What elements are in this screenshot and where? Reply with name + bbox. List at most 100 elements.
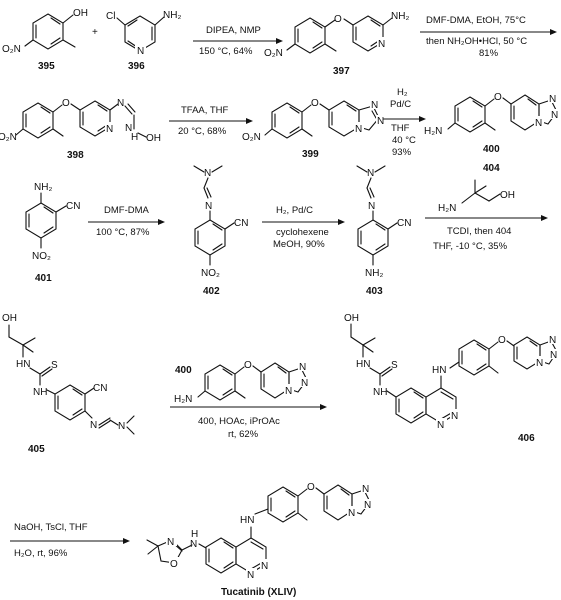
compound-number-398: 398 — [67, 150, 84, 161]
triazole-n3-label: N — [348, 508, 355, 519]
nitrile-label: CN — [397, 218, 411, 229]
hydroxyl-label: OH — [344, 313, 359, 324]
compound-number-402: 402 — [203, 286, 220, 297]
nitro-label: NO₂ — [32, 251, 51, 262]
dimethylamino-n-label: N — [367, 168, 374, 179]
amidine-n2-label: N — [125, 123, 132, 134]
condition-r8-cond: 400, HOAc, iPrOAc — [198, 416, 280, 427]
pyridine-n-label: N — [106, 124, 113, 135]
ether-oxygen-label: O — [494, 92, 502, 103]
condition-r6-mid: cyclohexene — [276, 227, 329, 238]
plus-sign: + — [92, 27, 98, 38]
dimethylamino-n-label: N — [118, 421, 125, 432]
triazole-n1-label: N — [371, 100, 378, 111]
triazole-n2-label: N — [551, 110, 558, 121]
compound-404: 404 H₂N OH — [438, 163, 515, 214]
compound-number-405: 405 — [28, 444, 45, 455]
reaction-arrow-1: DIPEA, NMP 150 °C, 64% — [193, 25, 283, 57]
condition-r4-h2: H₂ — [397, 87, 408, 98]
condition-r4-cat: Pd/C — [390, 99, 411, 110]
hydroxyl-label: OH — [146, 133, 161, 144]
condition-r4-solv: THF — [391, 123, 410, 134]
condition-r5-top: DMF-DMA — [104, 205, 150, 216]
condition-r4-temp: 40 °C — [392, 135, 416, 146]
triazole-n2-label: N — [377, 116, 384, 127]
triazole-n1-label: N — [549, 94, 556, 105]
thione-s-label: S — [391, 360, 398, 371]
amino-label: H₂N — [174, 394, 192, 405]
nitro-label: O₂N — [264, 48, 283, 59]
amino-label: NH₂ — [34, 182, 52, 193]
triazole-n3-label: N — [536, 358, 543, 369]
compound-406: OH HN S NH N N HN O — [344, 313, 560, 444]
reaction-arrow-3: TFAA, THF 20 °C, 68% — [169, 105, 253, 137]
anilino-nh-label: HN — [240, 515, 254, 526]
ether-oxygen-label: O — [62, 98, 70, 109]
compound-403: N N CN NH₂ 403 — [356, 165, 411, 297]
triazole-n2-label: N — [550, 350, 557, 361]
triazole-n2-label: N — [364, 500, 371, 511]
condition-r2-mid: then NH₂OH•HCl, 50 °C — [426, 36, 527, 47]
condition-r9-top: NaOH, TsCl, THF — [14, 522, 88, 533]
compound-number-397: 397 — [333, 66, 350, 77]
ether-oxygen-label: O — [498, 335, 506, 346]
ether-oxygen-label: O — [334, 14, 342, 25]
nitro-label: O₂N — [2, 44, 21, 55]
hydroxyl-label: OH — [2, 313, 17, 324]
quinazoline-n3-label: N — [261, 561, 268, 572]
reaction-arrow-8: 400, HOAc, iPrOAc rt, 62% — [170, 404, 327, 440]
reagent-400-number: 400 — [175, 365, 192, 376]
compound-number-396: 396 — [128, 61, 145, 72]
compound-number-401: 401 — [35, 273, 52, 284]
triazole-n3-label: N — [355, 124, 362, 135]
condition-r8-bottom: rt, 62% — [228, 429, 259, 440]
compound-405: OH HN S NH CN N N 405 — [2, 313, 135, 455]
imine-n-label: N — [205, 201, 212, 212]
amino-label: NH₂ — [163, 10, 181, 21]
compound-395: OH O₂N 395 — [2, 8, 88, 72]
reaction-arrow-5: DMF-DMA 100 °C, 87% — [88, 205, 165, 238]
condition-r3-bottom: 20 °C, 68% — [178, 126, 227, 137]
condition-r9-bottom: H₂O, rt, 96% — [14, 548, 68, 559]
pyridine-n-label: N — [378, 39, 385, 50]
thiourea-nh1-label: HN — [16, 359, 30, 370]
compound-number-400: 400 — [483, 144, 500, 155]
triazole-n1-label: N — [362, 484, 369, 495]
pyridine-n-label: N — [137, 46, 144, 57]
imine-n-label: N — [90, 420, 97, 431]
anilino-nh-label: HN — [432, 365, 446, 376]
final-compound-name: Tucatinib (XLIV) — [221, 587, 296, 598]
hydroxyl-label: OH — [500, 190, 515, 201]
quinazoline-n1-label: N — [247, 570, 254, 581]
amino-link-h-label: H — [191, 529, 198, 540]
condition-r6-bottom: MeOH, 90% — [273, 239, 325, 250]
quinazoline-n1-label: N — [437, 420, 444, 431]
compound-400: O N N N H₂N 400 — [424, 92, 561, 155]
dimethylamino-n-label: N — [204, 168, 211, 179]
triazole-n1-label: N — [299, 362, 306, 373]
compound-number-404: 404 — [483, 163, 500, 174]
compound-number-395: 395 — [38, 61, 55, 72]
reaction-arrow-6: H₂, Pd/C cyclohexene MeOH, 90% — [262, 205, 345, 250]
reagent-400-structure: 400 O N N N H₂N — [174, 360, 311, 405]
condition-r1-bottom: 150 °C, 64% — [199, 46, 253, 57]
nitro-label: O₂N — [0, 132, 17, 143]
triazole-n3-label: N — [285, 386, 292, 397]
condition-r6-top: H₂, Pd/C — [276, 205, 313, 216]
compound-402: N N CN NO₂ 402 — [193, 165, 248, 297]
ether-oxygen-label: O — [311, 98, 319, 109]
condition-r3-top: TFAA, THF — [181, 105, 229, 116]
compound-399: O N N N O₂N 399 — [242, 98, 386, 160]
compound-398: O N N H N OH O₂N 398 — [0, 98, 161, 161]
quinazoline-n3-label: N — [451, 411, 458, 422]
amino-label: H₂N — [438, 203, 456, 214]
amidine-nh-label: H — [131, 132, 138, 143]
nitro-label: NO₂ — [201, 268, 220, 279]
amino-label: NH₂ — [391, 11, 409, 22]
ether-oxygen-label: O — [244, 360, 252, 371]
amino-link-n-label: N — [190, 539, 197, 550]
triazole-n3-label: N — [535, 118, 542, 129]
imine-n-label: N — [368, 201, 375, 212]
compound-number-406: 406 — [518, 433, 535, 444]
